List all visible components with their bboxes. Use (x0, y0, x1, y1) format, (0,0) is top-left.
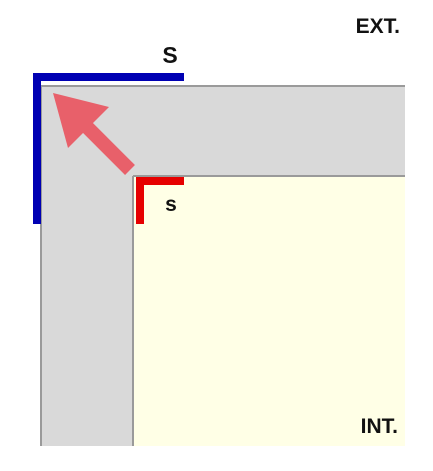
exterior-label: EXT. (356, 15, 400, 38)
arrow-shaft (75, 115, 135, 175)
arrow-up-left-icon (53, 93, 135, 175)
outer-corner-marker (33, 73, 184, 224)
arrow-head (53, 93, 109, 148)
interior-label: INT. (361, 415, 398, 438)
inner-corner-marker (136, 177, 184, 224)
inner-dimension-label: s (165, 193, 177, 216)
interior-area (133, 176, 405, 446)
outer-dimension-label: S (162, 42, 177, 68)
